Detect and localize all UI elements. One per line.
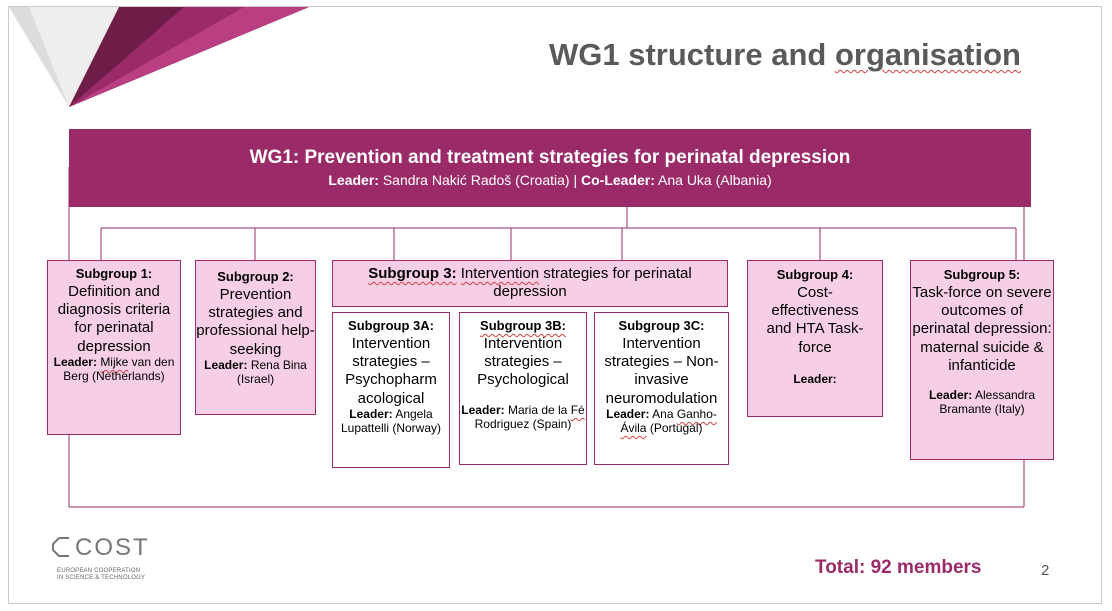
page-title: WG1 structure and organisation [549,37,1021,72]
slide: WG1 structure and organisation WG1: Prev… [8,6,1102,604]
subgroup-2-leader: Leader: Rena Bina (Israel) [204,358,307,386]
subgroup-3-box: Subgroup 3: Intervention strategies for … [332,260,728,307]
subgroup-5-box: Subgroup 5: Task-force on severe outcome… [910,260,1054,460]
subgroup-5-leader: Leader: Alessandra Bramante (Italy) [928,388,1036,417]
page-number: 2 [1041,562,1050,579]
subgroup-4-box: Subgroup 4: Cost-effectiveness and HTA T… [747,260,883,417]
wg1-leaders: Leader: Sandra Nakić Radoš (Croatia) | C… [328,172,772,188]
subgroup-4-leader: Leader: [793,372,837,387]
corner-decoration [9,7,309,107]
cost-logo: COST [52,534,150,561]
subgroup-1-leader: Leader: Mijke van den Berg (Netherlands) [53,355,175,383]
subgroup-3c-leader: Leader: Ana Ganho-Ávila (Portugal) [606,407,717,435]
subgroup-3b-box: Subgroup 3B: Intervention strategies – P… [459,312,587,465]
subgroup-3a-description: Intervention strategies – Psychopharm ac… [345,334,437,407]
subgroup-3a-leader: Leader: Angela Lupattelli (Norway) [340,407,442,435]
subgroup-3a-box: Subgroup 3A: Intervention strategies – P… [332,312,450,468]
subgroup-3b-description: Intervention strategies – Psychological [477,334,569,389]
cost-logo-subtitle: EUROPEAN COOPERATION IN SCIENCE & TECHNO… [57,568,146,581]
subgroup-1-description: Definition and diagnosis criteria for pe… [57,282,171,355]
subgroup-4-description: Cost-effectiveness and HTA Task-force [766,283,864,356]
wg1-banner: WG1: Prevention and treatment strategies… [69,129,1031,207]
svg-text:COST: COST [75,534,150,561]
total-members: Total: 92 members [815,557,982,578]
subgroup-1-box: Subgroup 1: Definition and diagnosis cri… [47,260,181,435]
subgroup-2-description: Prevention strategies and professional h… [196,285,315,358]
subgroup-5-description: Task-force on severe outcomes of perinat… [912,283,1052,375]
subgroup-3b-leader: Leader: Maria de la Fé Rodriguez (Spain) [461,402,585,431]
subgroup-3c-description: Intervention strategies – Non-invasive n… [604,334,719,407]
wg1-title: WG1: Prevention and treatment strategies… [249,147,851,168]
subgroup-2-box: Subgroup 2: Prevention strategies and pr… [195,260,316,415]
subgroup-3c-box: Subgroup 3C: Intervention strategies – N… [594,312,729,465]
